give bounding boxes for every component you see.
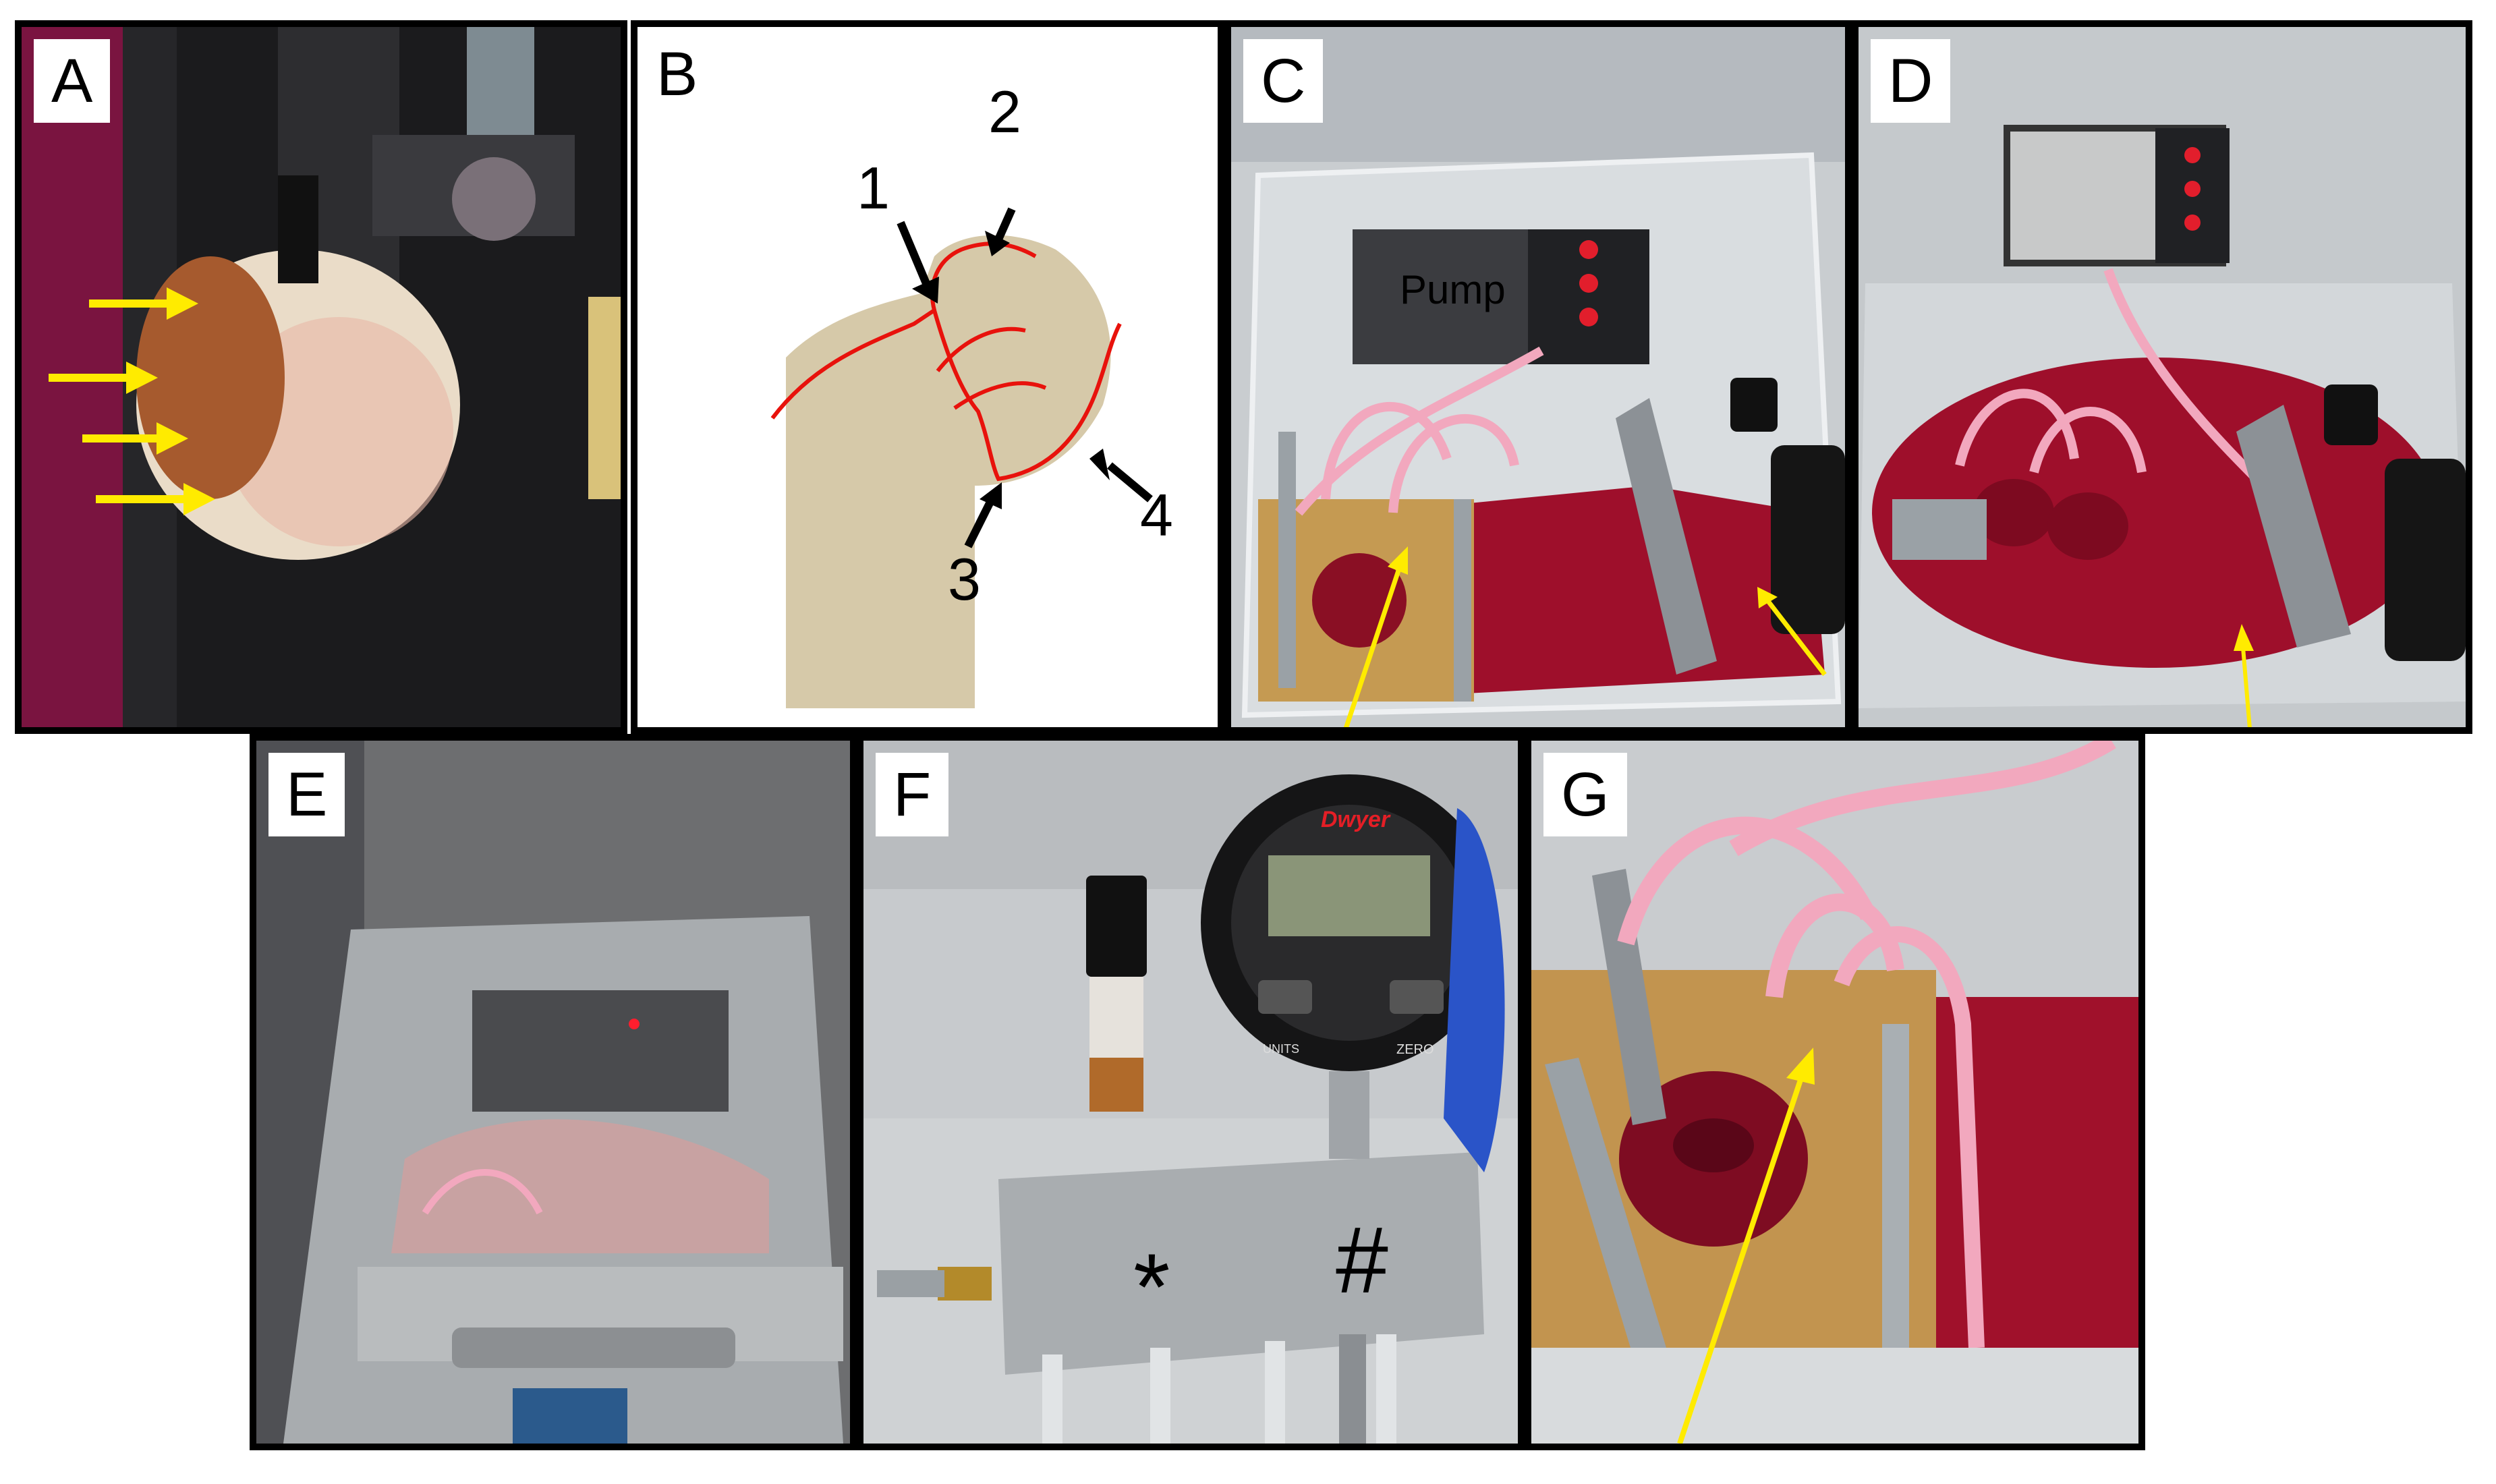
gauge-units-button: UNITS [1263, 1042, 1299, 1056]
panel-a-photo [22, 27, 621, 727]
panel-label: A [34, 39, 111, 123]
panel-label: F [876, 753, 949, 836]
panel-b: B 1 2 3 4 [631, 20, 1224, 734]
annotation-3: 3 [948, 546, 981, 612]
panel-label: D [1871, 39, 1951, 123]
annotation-1: 1 [857, 154, 890, 221]
panel-e: E [250, 734, 857, 1450]
panel-f: F Dwyer UNITS ZERO * # [857, 734, 1525, 1450]
bone-diagram [770, 207, 1153, 708]
annotation-4: 4 [1140, 482, 1173, 548]
marker-asterisk: * [1133, 1234, 1170, 1340]
panel-a: A [15, 20, 627, 734]
panel-c-photo [1231, 27, 1845, 727]
panel-label: C [1243, 39, 1324, 123]
pump-label: Pump [1400, 267, 1506, 312]
gauge-zero-button: ZERO [1396, 1042, 1434, 1057]
panel-e-photo [256, 741, 850, 1444]
panel-g: G [1525, 734, 2145, 1450]
panel-d: D [1852, 20, 2472, 734]
panel-label: E [268, 753, 345, 836]
panel-d-photo [1859, 27, 2466, 727]
panel-label: G [1543, 753, 1627, 836]
panel-f-photo [863, 741, 1518, 1444]
panel-a-arrows [49, 287, 215, 515]
panel-label: B [650, 39, 705, 109]
marker-hash: # [1336, 1207, 1388, 1313]
panel-c: C Pump [1224, 20, 1852, 734]
panel-g-photo [1531, 741, 2138, 1444]
gauge-brand: Dwyer [1321, 807, 1390, 832]
annotation-2: 2 [988, 78, 1021, 145]
